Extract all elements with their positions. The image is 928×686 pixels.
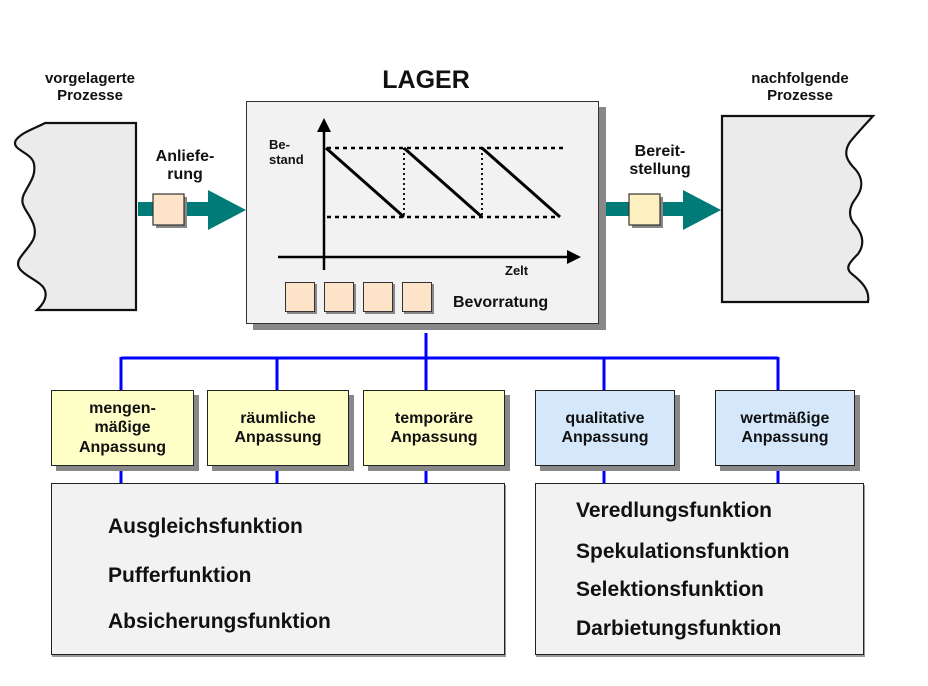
outbound-label: Bereit- stellung (610, 143, 710, 180)
inbound-arrow-head (208, 190, 246, 230)
upstream-label: vorgelagerte Prozesse (20, 70, 160, 105)
function-item: Selektionsfunktion (576, 578, 764, 601)
upstream-label-line1: vorgelagerte (44, 70, 136, 87)
adjustment-label-line2: Anpassung (561, 429, 649, 446)
page-title: LAGER (382, 66, 470, 94)
adjustment-box-value: wertmäßige Anpassung (715, 390, 855, 466)
adjustment-label-line1: qualitative (565, 409, 645, 427)
storage-label: Bevorratung (453, 294, 549, 311)
depletion-line-2 (403, 146, 483, 219)
storage-unit (363, 282, 393, 312)
outbound-package (628, 193, 661, 226)
adjustment-label-line2: Anpassung (390, 429, 478, 446)
x-axis-arrow-icon (567, 250, 581, 264)
functions-panel-right: Veredlungsfunktion Spekulationsfunktion … (535, 483, 864, 655)
y-axis-label: Be- stand (269, 137, 304, 168)
function-item: Absicherungsfunktion (108, 610, 331, 633)
functions-panel-left: Ausgleichsfunktion Pufferfunktion Absich… (51, 483, 505, 655)
adjustment-label-line2: mäßige (94, 419, 151, 437)
inbound-label: Anliefe- rung (140, 148, 230, 185)
adjustment-label-line2: Anpassung (741, 429, 829, 446)
function-item: Pufferfunktion (108, 564, 252, 587)
x-axis-label: Zelt (505, 263, 529, 278)
y-axis-arrow-icon (317, 118, 331, 132)
outbound-arrow-head (683, 190, 721, 230)
connector-tree (119, 333, 780, 484)
function-item: Veredlungsfunktion (576, 499, 773, 522)
downstream-label-line2: Prozesse (767, 87, 833, 105)
inbound-package (152, 193, 185, 226)
upstream-label-line2: Prozesse (57, 87, 123, 105)
storage-unit (324, 282, 354, 312)
downstream-process-shape (720, 114, 876, 304)
adjustment-box-quantity: mengen- mäßige Anpassung (51, 390, 194, 466)
function-item: Ausgleichsfunktion (108, 515, 303, 538)
inventory-chart (278, 118, 581, 270)
outbound-label-line1: Bereit- (634, 143, 686, 160)
inbound-label-line1: Anliefe- (155, 148, 215, 165)
function-item: Darbietungsfunktion (576, 617, 782, 640)
function-item: Spekulationsfunktion (576, 540, 790, 563)
adjustment-box-qualitative: qualitative Anpassung (535, 390, 675, 466)
adjustment-box-spatial: räumliche Anpassung (207, 390, 349, 466)
downstream-label: nachfolgende Prozesse (720, 70, 880, 105)
adjustment-label-line2: Anpassung (234, 429, 322, 446)
storage-unit (285, 282, 315, 312)
downstream-label-line1: nachfolgende (751, 70, 849, 87)
y-axis-label-line1: Be- (269, 137, 290, 152)
depletion-line-1 (325, 146, 405, 219)
depletion-line-3 (481, 146, 561, 219)
adjustment-box-temporal: temporäre Anpassung (363, 390, 505, 466)
y-axis-label-line2: stand (269, 151, 304, 167)
adjustment-label-line1: wertmäßige (740, 409, 830, 427)
adjustment-label-line1: räumliche (240, 409, 316, 427)
storage-unit (402, 282, 432, 312)
warehouse-box: Be- stand Zelt Bevorratung (246, 101, 599, 324)
adjustment-label-line3: Anpassung (78, 438, 167, 456)
adjustment-label-line1: temporäre (394, 409, 474, 427)
outbound-label-line2: stellung (629, 161, 691, 179)
upstream-process-shape (13, 121, 138, 312)
adjustment-label-line1: mengen- (89, 400, 156, 418)
inbound-label-line2: rung (167, 166, 203, 184)
